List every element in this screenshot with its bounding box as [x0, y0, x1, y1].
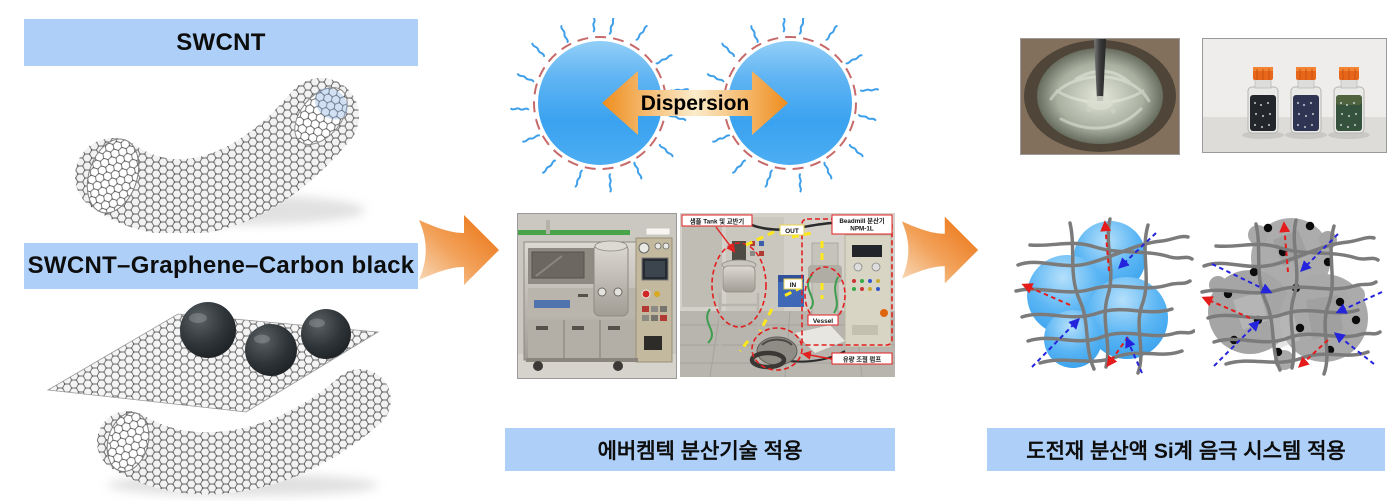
in-label: IN	[790, 282, 797, 289]
out-label: OUT	[785, 228, 799, 235]
evertech-banner-label: 에버켐텍 분산기술 적용	[597, 439, 803, 463]
composite-banner-label: SWCNT–Graphene–Carbon black	[27, 252, 415, 279]
expansion-arrows-gray	[1201, 221, 1383, 368]
si-system-banner-label: 도전재 분산액 Si계 음극 시스템 적용	[1026, 439, 1346, 463]
sample-tank-label-box	[681, 214, 753, 227]
sample-tank-label: 샘플 Tank 및 교반기	[690, 216, 744, 225]
dispersion-bottles-photo-art	[1203, 39, 1386, 152]
dispersion-bottles-photo	[1202, 38, 1387, 153]
nano-disperser-photo	[517, 213, 677, 379]
si-system-banner: 도전재 분산액 Si계 음극 시스템 적용	[987, 428, 1385, 471]
machine-sticker	[645, 227, 671, 236]
beadmill-setup-photo: 샘플 Tank 및 교반기 OUT Beadmill 분산기 NPM-1L IN…	[680, 213, 895, 377]
pump-pointer-arrow	[801, 350, 833, 360]
out-label-box	[779, 224, 805, 236]
nanotube-body	[75, 78, 359, 233]
dispersion-illustration: Dispersion	[490, 18, 900, 193]
stirrer-rod	[1094, 39, 1106, 101]
flow-pump-label: 유량 조절 펌프	[843, 354, 881, 363]
composite-illustration	[46, 302, 391, 496]
beadmill-label-line2: NPM-1L	[850, 226, 874, 233]
swcnt-banner: SWCNT	[24, 19, 418, 66]
composite-banner: SWCNT–Graphene–Carbon black	[24, 243, 418, 289]
beadmill-setup-photo-art: 샘플 Tank 및 교반기 OUT Beadmill 분산기 NPM-1L IN…	[680, 213, 895, 377]
si-anode-blue-illustration	[1014, 217, 1195, 375]
flow-arrow-1-shape	[419, 215, 499, 285]
composite-nanotube	[97, 369, 391, 495]
stirring-vortex-photo	[1020, 38, 1180, 155]
swcnt-banner-label: SWCNT	[176, 28, 266, 56]
graphene-sheet	[46, 313, 380, 413]
beadmill-label-box	[831, 214, 893, 235]
flow-pump-label-box	[831, 352, 893, 365]
beadmill-unit	[807, 242, 842, 319]
expansion-arrows	[1021, 220, 1157, 374]
flow-pump-unit	[749, 336, 798, 370]
flow-arrow-2	[901, 216, 979, 284]
in-label-box	[783, 278, 803, 290]
evertech-banner: 에버켐텍 분산기술 적용	[505, 428, 895, 471]
sample-bottles	[1242, 67, 1370, 139]
dispersion-label: Dispersion	[641, 92, 750, 115]
nano-disperser-photo-art	[518, 214, 676, 378]
vessel-label-box	[807, 314, 839, 326]
swcnt-nanotube-illustration	[75, 78, 365, 233]
vessel-label: Vessel	[813, 318, 833, 325]
sample-tank-unit	[718, 241, 760, 355]
carbon-black-spheres	[180, 302, 351, 376]
si-anode-gray-illustration	[1200, 218, 1383, 376]
control-cabinet	[844, 234, 892, 348]
tank-pointer-arrow	[715, 226, 736, 253]
stirring-vortex-photo-art	[1021, 39, 1179, 154]
flow-arrow-1	[419, 215, 499, 285]
dispersion-arrow	[602, 71, 788, 135]
floor-cloth	[795, 325, 845, 353]
flow-arrow-2-shape	[901, 216, 979, 284]
beadmill-label-line1: Beadmill 분산기	[839, 216, 885, 225]
